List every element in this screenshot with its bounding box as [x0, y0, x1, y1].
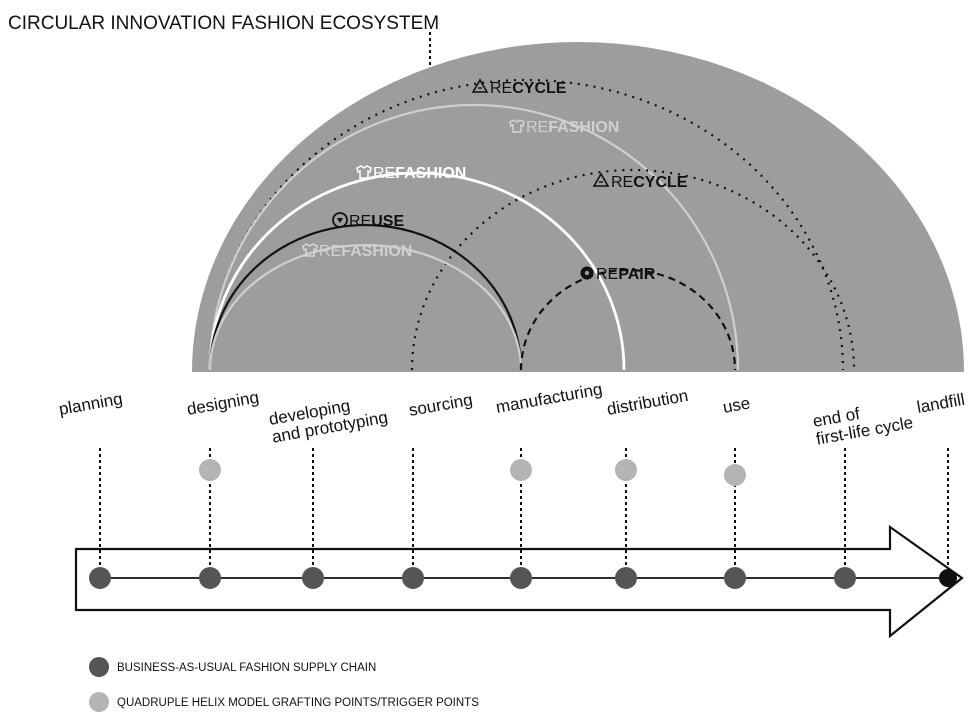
refashion-outer-arc — [208, 103, 740, 371]
loop-label-refashion-white: REFASHION — [373, 165, 466, 182]
loop-label-refashion-top: REFASHION — [526, 119, 619, 136]
reuse-arc — [208, 223, 523, 371]
recycle-icon — [592, 172, 610, 187]
loop-labels: RECYCLE REFASHION REFASHION RECYCLE — [302, 78, 688, 283]
stage-label: use — [721, 393, 751, 416]
grafting-point — [199, 459, 221, 481]
repair-arc — [519, 268, 737, 371]
loop-label-recycle-top: RECYCLE — [490, 80, 567, 97]
stage-label: end offirst-life cycle — [811, 395, 914, 448]
refashion-white-arc — [208, 171, 626, 371]
stage-label: distribution — [605, 386, 689, 419]
supply-chain-node — [510, 567, 532, 589]
stage-label: developingand prototyping — [267, 390, 389, 447]
legend-swatch-supply-chain — [89, 657, 109, 677]
loop-label-repair: REPAIR — [596, 266, 656, 283]
supply-chain-nodes — [89, 567, 957, 589]
stage-label: landfill — [915, 390, 966, 417]
recycle-outer-arc — [208, 78, 845, 371]
stage-label: manufacturing — [494, 380, 603, 417]
loop-label-refashion-inner: REFASHION — [319, 243, 412, 260]
supply-chain-node — [302, 567, 324, 589]
grafting-point — [510, 459, 532, 481]
shirt-icon — [302, 243, 318, 257]
loop-label-reuse: REUSE — [349, 213, 404, 230]
landfill-node — [939, 569, 957, 587]
diagram-title: CIRCULAR INNOVATION FASHION ECOSYSTEM — [8, 13, 439, 34]
trigger-points — [199, 459, 746, 486]
reuse-icon — [332, 212, 348, 228]
legend-label-supply-chain: BUSINESS-AS-USUAL FASHION SUPPLY CHAIN — [117, 662, 376, 674]
legend-label-grafting-points: QUADRUPLE HELIX MODEL GRAFTING POINTS/TR… — [117, 697, 479, 709]
supply-chain-node — [89, 567, 111, 589]
legend-swatch-grafting-points — [89, 692, 109, 712]
supply-chain-node — [402, 567, 424, 589]
supply-chain-node — [834, 567, 856, 589]
loop-label-recycle-middle: RECYCLE — [611, 174, 688, 191]
supply-chain-node — [615, 567, 637, 589]
refashion-inner-arc — [208, 243, 523, 371]
recycle-icon — [471, 78, 489, 93]
gear-icon — [580, 266, 594, 280]
supply-chain-node — [724, 567, 746, 589]
grafting-point — [615, 459, 637, 481]
stage-label: designing — [185, 388, 260, 419]
ecosystem-dome — [192, 42, 964, 372]
supply-chain-node — [199, 567, 221, 589]
shirt-icon — [509, 119, 525, 133]
stage-label: planning — [57, 389, 124, 419]
legend: BUSINESS-AS-USUAL FASHION SUPPLY CHAIN Q… — [89, 657, 479, 712]
loop-arcs — [208, 78, 856, 371]
supply-chain-arrow — [74, 524, 964, 639]
stage-label: sourcing — [407, 390, 474, 420]
grafting-point — [724, 464, 746, 486]
shirt-icon — [356, 165, 372, 179]
